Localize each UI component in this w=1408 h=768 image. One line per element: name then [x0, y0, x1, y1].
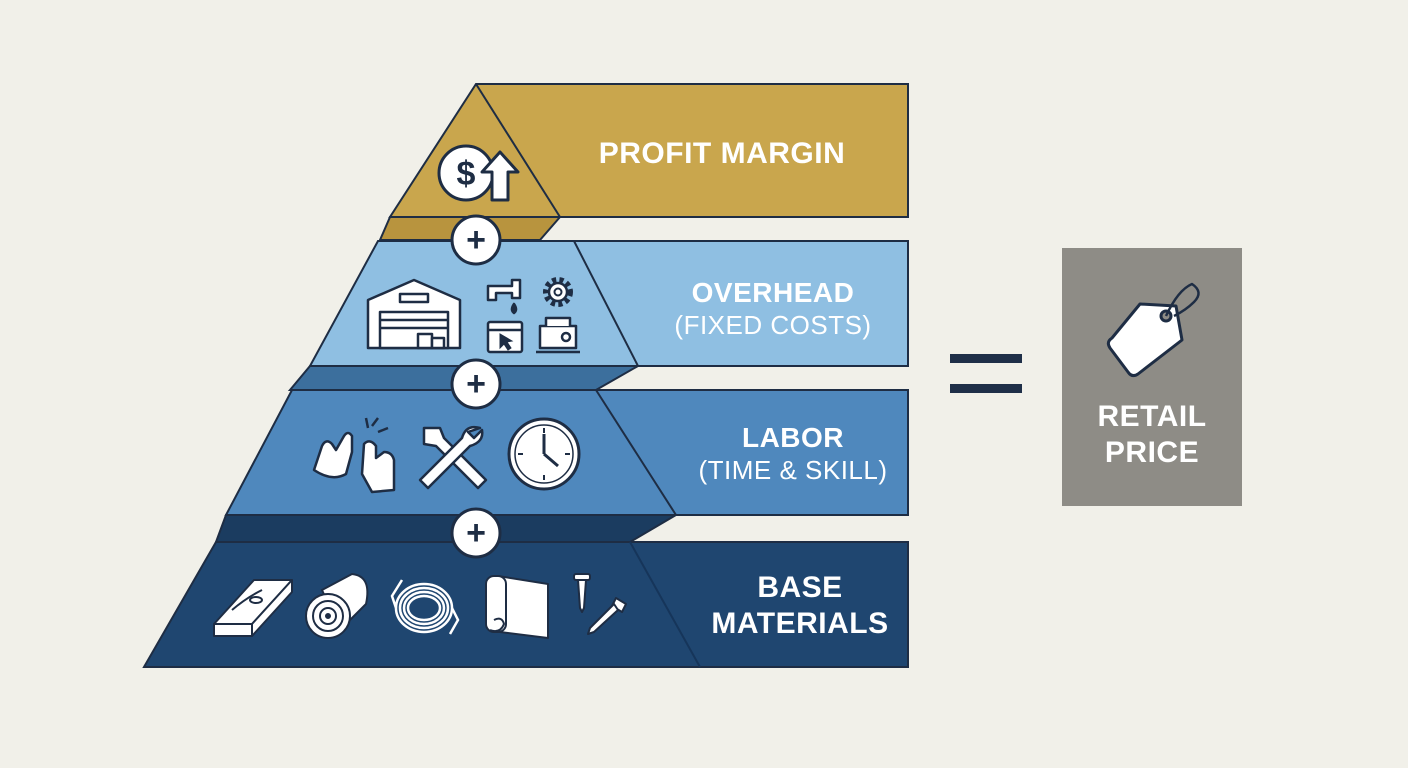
faucet-icon [486, 278, 522, 315]
warehouse-icon [366, 278, 462, 350]
overhead-title: OVERHEAD [692, 277, 855, 308]
overhead-subtitle: (FIXED COSTS) [674, 310, 871, 340]
hands-icon [312, 417, 396, 494]
layer-base-materials: BASE MATERIALS [142, 541, 909, 668]
plus-sign-2: + [450, 358, 502, 410]
wire-coil-icon [390, 579, 460, 635]
profit-title: PROFIT MARGIN [599, 137, 846, 170]
sewing-machine-icon [536, 316, 580, 354]
profit-band [388, 83, 909, 218]
labor-title: LABOR [742, 422, 844, 453]
equals-sign [950, 354, 1022, 393]
materials-title-line1: BASE [757, 571, 842, 604]
svg-text:+: + [466, 221, 486, 259]
browser-window-icon [486, 320, 524, 354]
svg-text:$: $ [457, 155, 476, 193]
labor-bevel [214, 514, 680, 543]
dollar-up-arrow-icon: $ [437, 144, 520, 202]
log-icon [305, 572, 369, 639]
retail-price-line2: PRICE [1105, 436, 1199, 469]
layer-profit-margin: PROFIT MARGIN $ [378, 83, 909, 241]
price-tag-icon [1106, 282, 1200, 378]
plus-sign-3: + [450, 507, 502, 559]
fabric-roll-icon [485, 575, 549, 639]
gear-icon [543, 277, 573, 307]
retail-price-box: RETAIL PRICE [1062, 248, 1242, 506]
screws-icon [573, 573, 627, 635]
materials-title-line2: MATERIALS [711, 607, 888, 640]
svg-text:+: + [466, 514, 486, 552]
svg-text:+: + [466, 365, 486, 403]
layer-labor: LABOR (TIME & SKILL) [214, 389, 909, 543]
labor-subtitle: (TIME & SKILL) [698, 455, 887, 485]
clock-icon [507, 417, 581, 491]
wood-plank-icon [213, 579, 293, 637]
plus-sign-1: + [450, 214, 502, 266]
wrench-hammer-icon [418, 425, 488, 490]
layer-overhead: OVERHEAD (FIXED COSTS) [287, 240, 909, 391]
retail-price-line1: RETAIL [1097, 400, 1206, 433]
